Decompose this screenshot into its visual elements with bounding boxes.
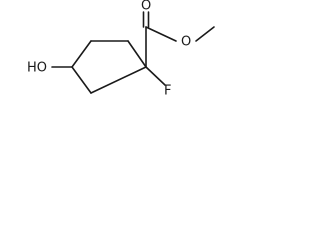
bond-c1-fluorine xyxy=(145,66,166,86)
ring-bond-left-lower xyxy=(71,66,92,94)
hydroxyl-label: HO xyxy=(27,61,47,76)
ring-bond-right xyxy=(127,40,147,68)
molecule-structure: HO F O O xyxy=(27,0,215,99)
bond-carbonyl-ester-oxygen xyxy=(145,26,177,42)
ester-oxygen-label: O xyxy=(181,35,191,50)
ring-bond-bottom xyxy=(90,66,147,94)
ring-bond-left-upper xyxy=(71,40,92,68)
bond-ester-oxygen-methyl xyxy=(195,26,215,42)
carbonyl-oxygen-label: O xyxy=(141,0,151,14)
fluorine-label: F xyxy=(164,84,171,99)
